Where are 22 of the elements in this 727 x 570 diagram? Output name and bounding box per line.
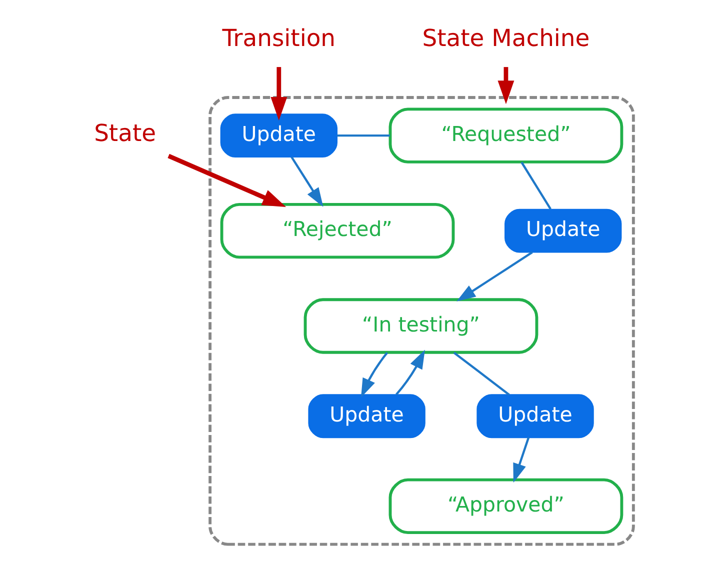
arrow bbox=[456, 251, 533, 302]
connector bbox=[520, 162, 552, 210]
node-text: Transition bbox=[222, 24, 336, 52]
node-text: State Machine bbox=[422, 24, 590, 52]
node-box: Update bbox=[504, 208, 622, 253]
connector bbox=[337, 134, 390, 137]
arrow bbox=[498, 67, 514, 104]
connector bbox=[453, 352, 510, 396]
node-box: Update bbox=[308, 394, 426, 438]
node-box: “Rejected” bbox=[220, 202, 455, 259]
node-box: Update bbox=[476, 394, 594, 438]
arrow bbox=[396, 350, 425, 396]
node-text: State bbox=[94, 119, 156, 148]
arrow bbox=[270, 67, 288, 121]
arrow bbox=[290, 156, 324, 207]
node-box: “In testing” bbox=[304, 298, 538, 354]
arrow bbox=[168, 154, 286, 207]
node-box: “Requested” bbox=[388, 108, 624, 164]
node-box: “Approved” bbox=[388, 478, 624, 534]
node-box: Update bbox=[220, 114, 338, 158]
arrow bbox=[360, 352, 388, 398]
arrow bbox=[513, 437, 530, 483]
